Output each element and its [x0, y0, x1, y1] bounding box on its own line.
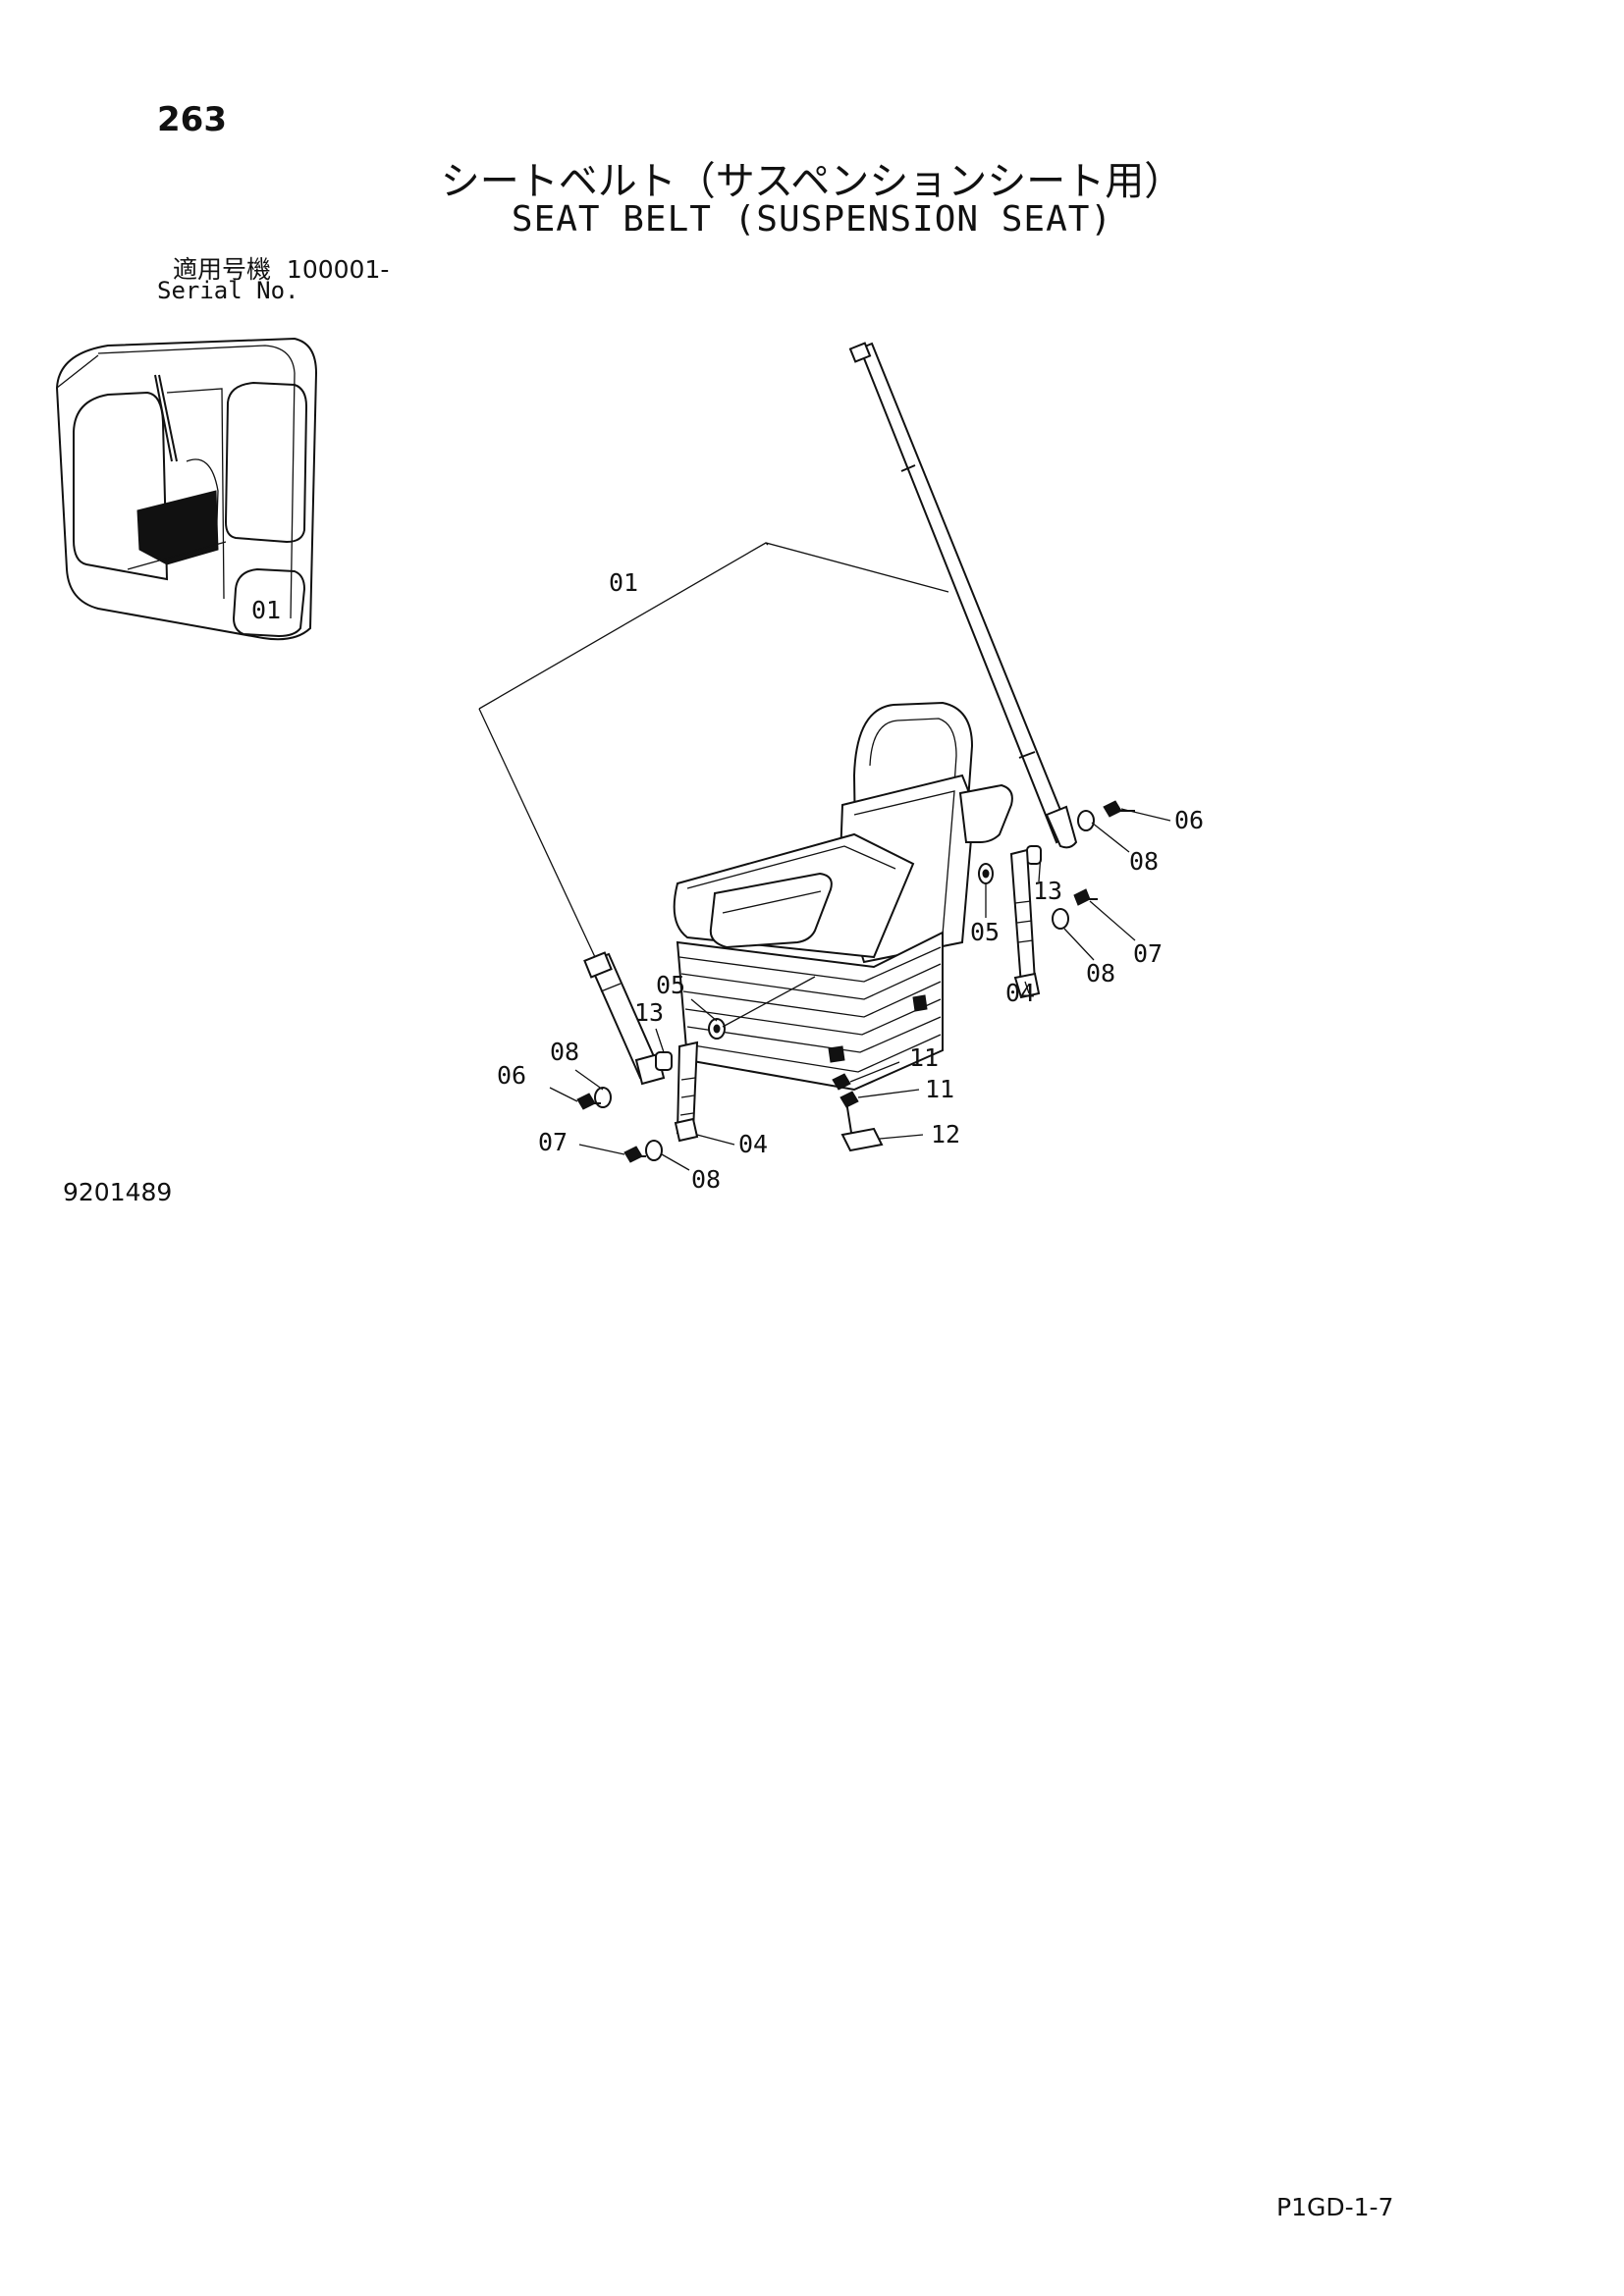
callout-06-right: 06 — [1174, 806, 1204, 834]
serial-value: 100001- — [286, 255, 390, 284]
callout-08-left-lower: 08 — [691, 1165, 721, 1194]
callout-05-left: 05 — [656, 971, 685, 999]
serial-range: 適用号機 100001- — [173, 250, 389, 286]
callout-13-right: 13 — [1033, 877, 1062, 905]
callout-01: 01 — [609, 568, 638, 597]
callout-labels: 01 06 08 13 05 07 08 04 05 13 08 06 11 1… — [497, 568, 1204, 1194]
callout-06-left: 06 — [497, 1061, 526, 1090]
left-retractor-hardware — [576, 951, 816, 1163]
right-buckle-hardware — [978, 800, 1135, 999]
callout-11-lower: 11 — [925, 1075, 954, 1103]
serial-label-jp: 適用号機 — [173, 255, 272, 284]
callout-08-left-upper: 08 — [550, 1038, 579, 1066]
callout-12: 12 — [931, 1120, 960, 1148]
callout-05-right: 05 — [970, 918, 1000, 946]
figure-number: 9201489 — [63, 1178, 173, 1206]
callout-13-left: 13 — [634, 998, 664, 1027]
callout-08-right-lower: 08 — [1086, 959, 1115, 988]
serial-label-en: Serial No. — [157, 277, 299, 304]
callout-04-left: 04 — [738, 1130, 768, 1158]
page-code: P1GD-1-7 — [1276, 2193, 1394, 2221]
cab-location-inset: 01 — [55, 337, 318, 641]
callout-07-left: 07 — [538, 1128, 568, 1156]
callout-07-right: 07 — [1133, 939, 1163, 968]
leader-lines — [549, 808, 1171, 1171]
title-english: SEAT BELT (SUSPENSION SEAT) — [511, 199, 1113, 240]
shoulder-belt-strap — [848, 342, 1078, 849]
inset-cab-number: 01 — [251, 596, 281, 624]
callout-08-right-upper: 08 — [1129, 847, 1159, 876]
callout-04-right: 04 — [1005, 979, 1035, 1007]
page-number: 263 — [157, 100, 227, 139]
anchor-bracket — [832, 1073, 884, 1152]
callout-01-bracket — [478, 542, 949, 958]
callout-11-upper: 11 — [909, 1043, 939, 1072]
inset-seat-icon — [136, 490, 219, 565]
title-japanese: シートベルト（サスペンションシート用） — [440, 159, 1184, 204]
suspension-seat — [673, 701, 1013, 1092]
